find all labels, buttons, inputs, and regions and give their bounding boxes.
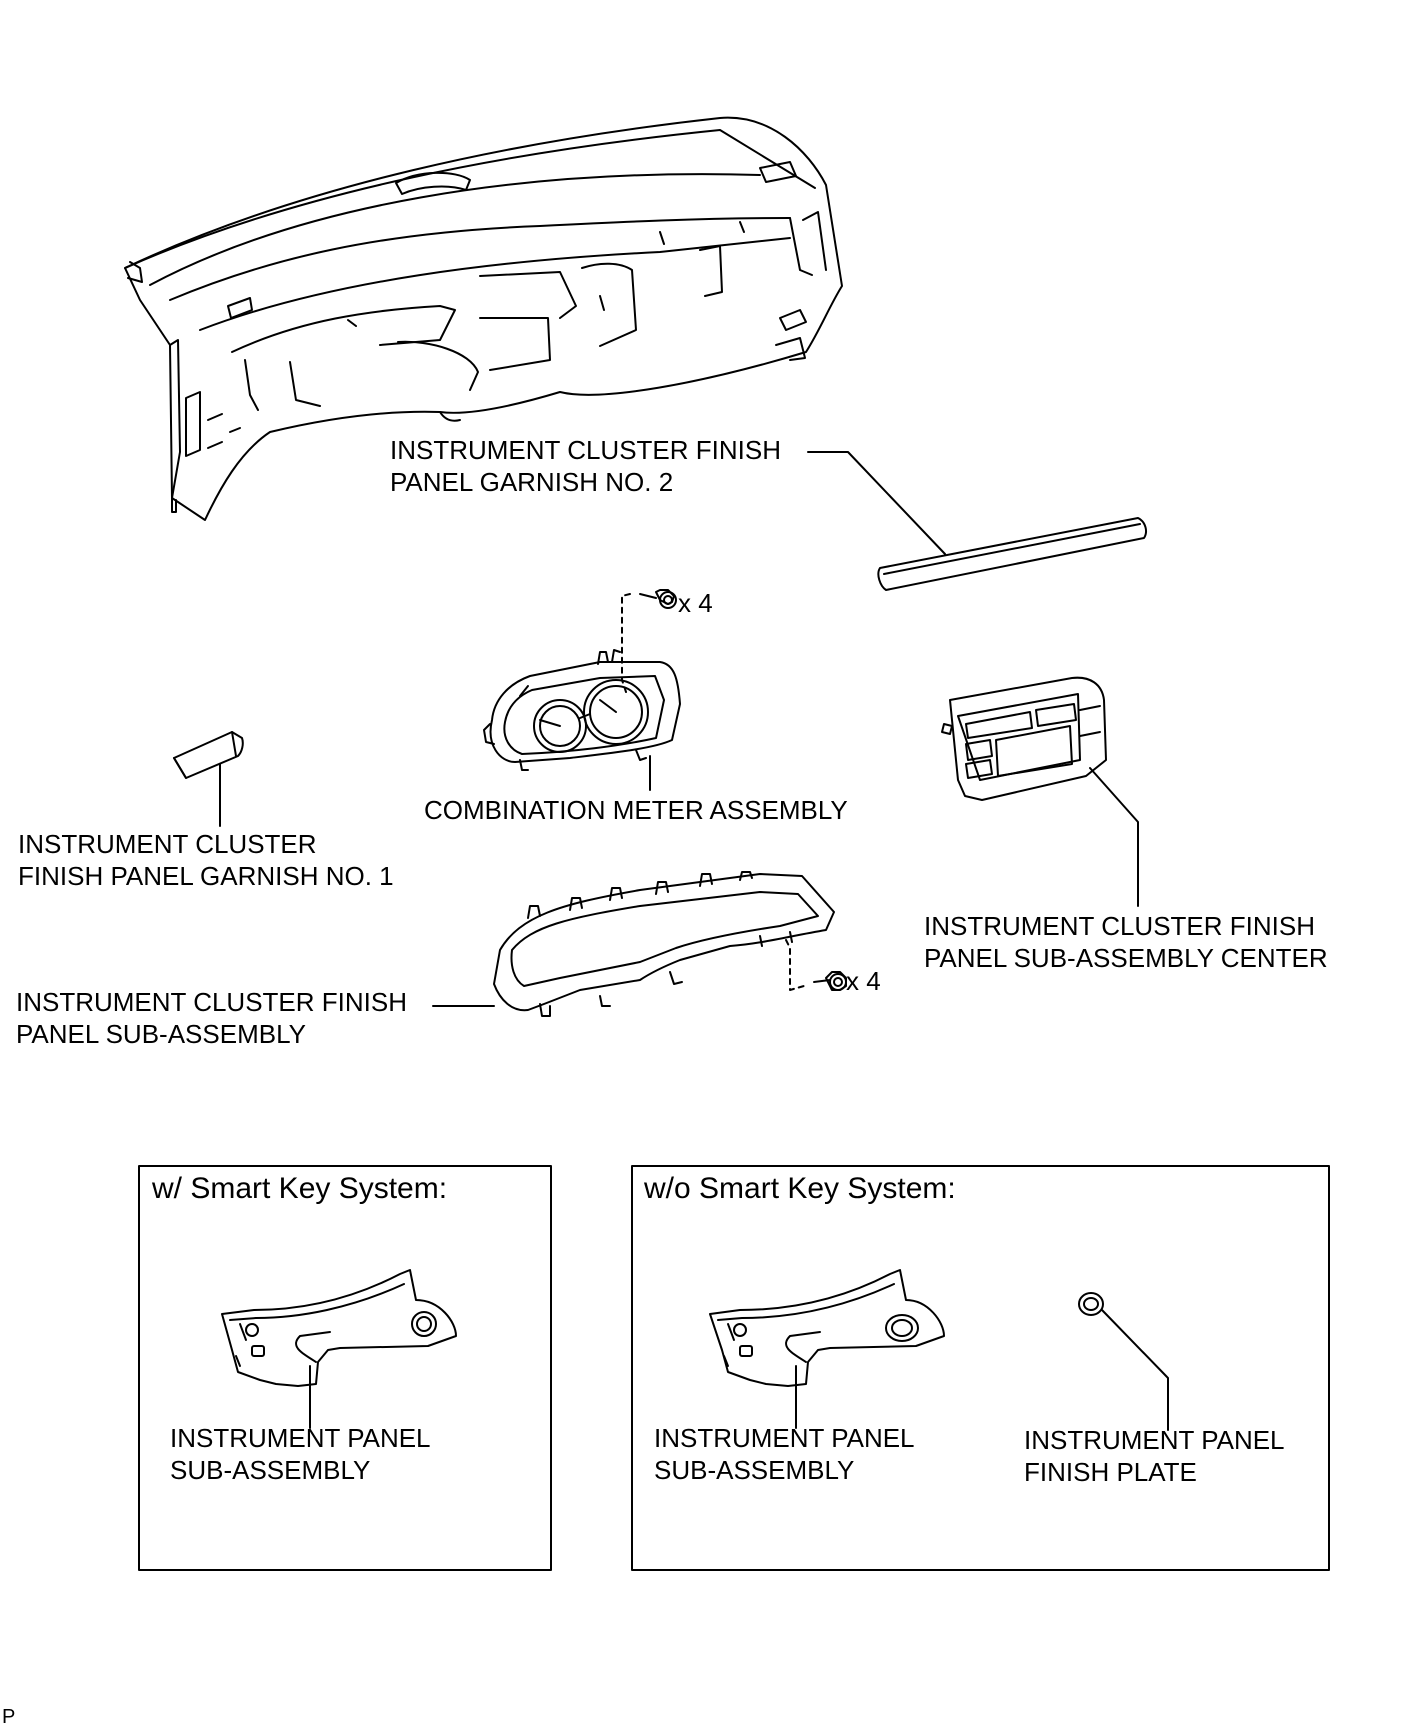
garnish-no1-drawing [173,731,244,779]
label-line: PANEL SUB-ASSEMBLY CENTER [924,943,1328,973]
label-line: INSTRUMENT CLUSTER FINISH [924,911,1315,941]
label-line: INSTRUMENT PANEL [654,1423,915,1453]
instrument-panel-sub-assembly-b-drawing [709,1269,945,1387]
instrument-panel-sub-assembly-a-drawing [221,1269,457,1387]
center-panel-drawing [941,676,1107,801]
label-line: COMBINATION METER ASSEMBLY [424,795,848,825]
label-combination-meter: COMBINATION METER ASSEMBLY [424,794,848,826]
label-line: SUB-ASSEMBLY [654,1455,855,1485]
leader-garnish-no2 [807,451,946,555]
label-line: PANEL GARNISH NO. 2 [390,467,674,497]
label-panel-sub-assembly-b: INSTRUMENT PANEL SUB-ASSEMBLY [654,1422,915,1486]
variant-box-without-smart-key [631,1165,1330,1571]
label-line: INSTRUMENT PANEL [1024,1425,1285,1455]
dashed-line-meter-screw [621,593,631,693]
label-center-panel: INSTRUMENT CLUSTER FINISH PANEL SUB-ASSE… [924,910,1328,974]
reference-code: P [2,1706,16,1728]
screw-qty-panel: x 4 [846,966,881,996]
label-finish-panel: INSTRUMENT CLUSTER FINISH PANEL SUB-ASSE… [16,986,407,1050]
label-line: FINISH PLATE [1024,1457,1197,1487]
label-line: INSTRUMENT PANEL [170,1423,431,1453]
label-line: PANEL SUB-ASSEMBLY [16,1019,306,1049]
screw-icon [639,589,677,609]
label-line: INSTRUMENT CLUSTER FINISH [390,435,781,465]
label-panel-sub-assembly-a: INSTRUMENT PANEL SUB-ASSEMBLY [170,1422,431,1486]
label-line: INSTRUMENT CLUSTER [18,829,317,859]
box-title-with-smart-key: w/ Smart Key System: [152,1172,448,1205]
label-finish-plate: INSTRUMENT PANEL FINISH PLATE [1024,1424,1285,1488]
garnish-no2-drawing [877,517,1147,591]
screw-qty-meter: x 4 [678,588,713,618]
leader-finish-plate [1101,1309,1169,1431]
combination-meter-drawing [483,649,681,771]
instrument-panel-drawing [124,116,843,521]
variant-box-with-smart-key [138,1165,552,1571]
label-garnish-no2: INSTRUMENT CLUSTER FINISH PANEL GARNISH … [390,434,781,498]
finish-panel-drawing [493,871,835,1017]
box-title-without-smart-key: w/o Smart Key System: [644,1172,956,1205]
dashed-line-panel-screw [785,939,805,991]
label-line: INSTRUMENT CLUSTER FINISH [16,987,407,1017]
label-line: SUB-ASSEMBLY [170,1455,371,1485]
screw-icon [813,971,847,991]
label-garnish-no1: INSTRUMENT CLUSTER FINISH PANEL GARNISH … [18,828,394,892]
label-line: FINISH PANEL GARNISH NO. 1 [18,861,394,891]
leader-center-panel [1089,767,1139,907]
finish-plate-drawing [1078,1292,1104,1316]
